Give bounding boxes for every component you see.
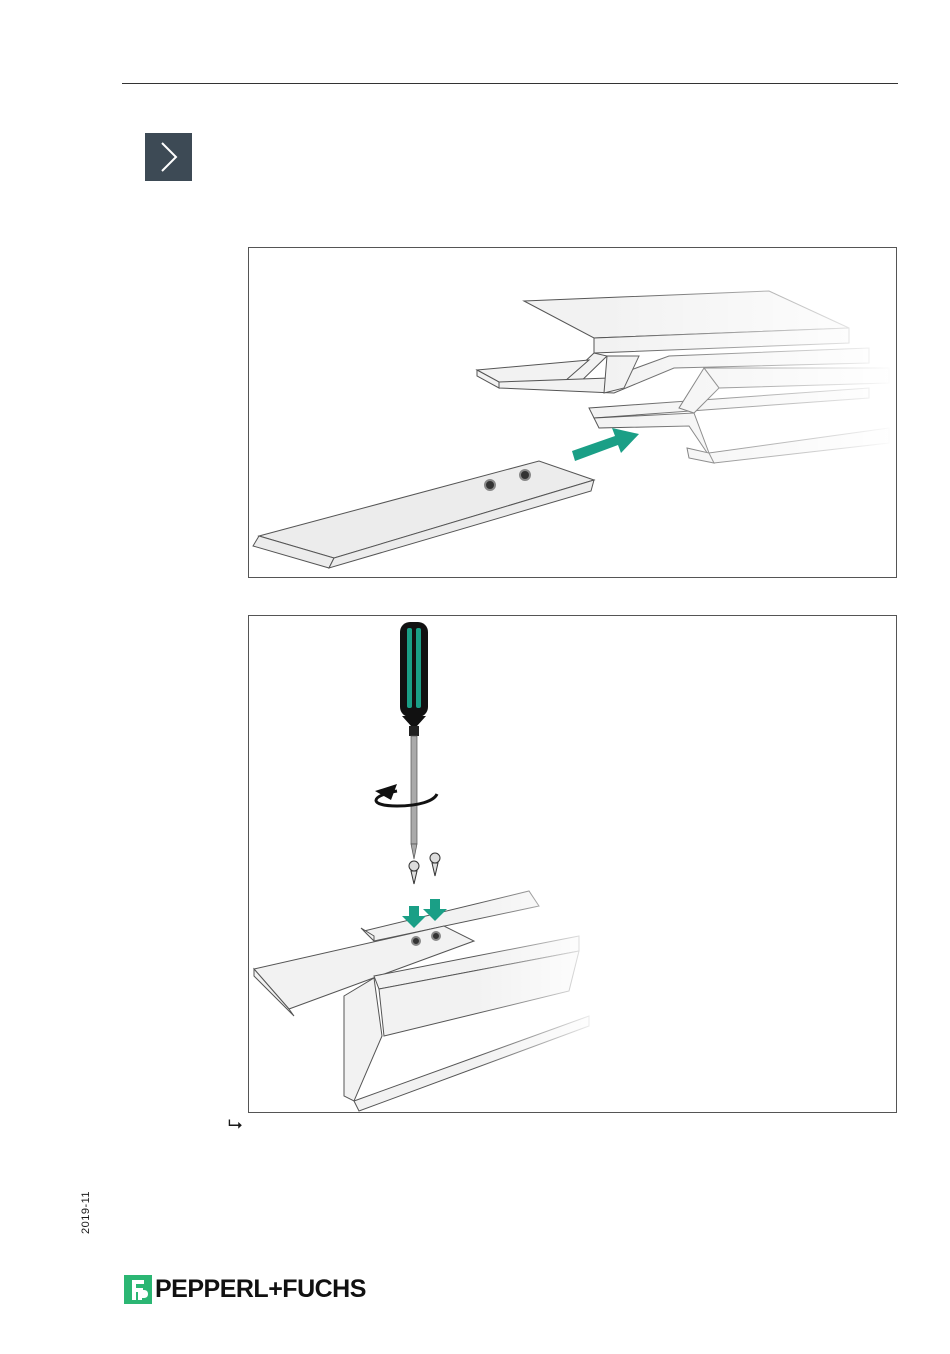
figure-insert-connector (248, 247, 897, 578)
brand-name: PEPPERL+FUCHS (155, 1275, 366, 1304)
brand-footer: PEPPERL+FUCHS (124, 1275, 366, 1304)
result-arrow-icon: ⮡ (228, 1114, 242, 1136)
date-code: 2019-11 (80, 1191, 92, 1234)
header-rule (122, 83, 898, 84)
fade-overlay (249, 616, 896, 1112)
step-marker (145, 133, 192, 181)
illustration-insert-connector (249, 248, 896, 577)
illustration-screw-connector (249, 616, 896, 1112)
brand-logo-icon (124, 1275, 152, 1304)
figure-screw-connector (248, 615, 897, 1113)
chevron-right-icon (157, 140, 181, 174)
